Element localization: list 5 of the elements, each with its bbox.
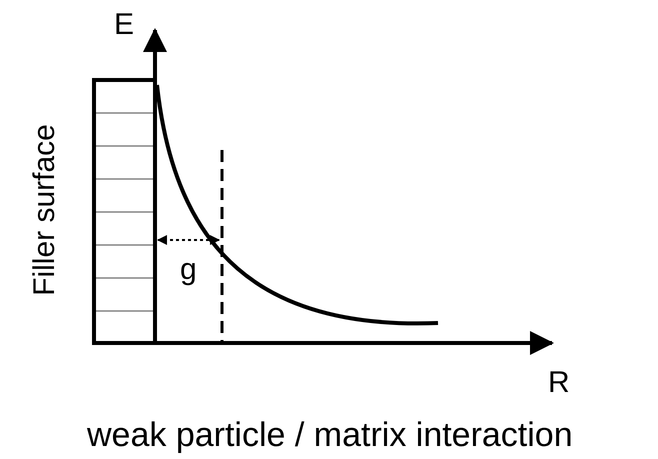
dimension-label: g xyxy=(180,255,197,285)
caption: weak particle / matrix interaction xyxy=(87,418,573,452)
axis-label: E xyxy=(114,10,134,40)
axis-label: R xyxy=(548,368,570,398)
axis-label: Filler surface xyxy=(30,124,60,296)
